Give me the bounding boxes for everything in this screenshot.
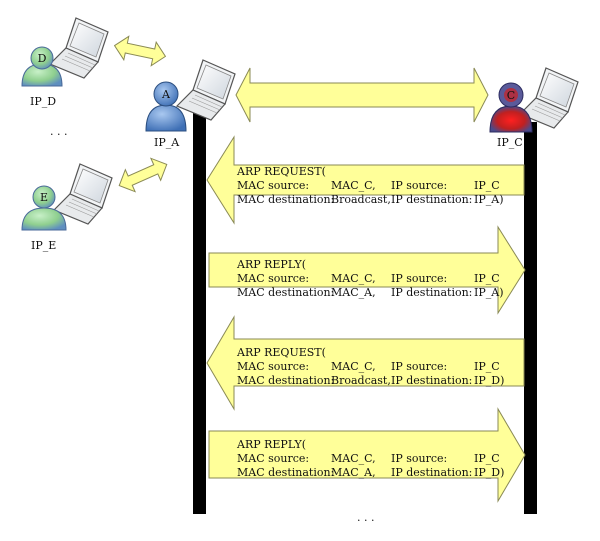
message-field: IP destination: bbox=[391, 193, 472, 206]
message-arrow-right bbox=[208, 407, 526, 503]
user-icon bbox=[145, 81, 187, 132]
message-field: IP source: bbox=[391, 272, 447, 285]
message-field: MAC source: bbox=[237, 360, 309, 373]
ellipsis-left: . . . bbox=[50, 125, 67, 138]
message-2: ARP REPLY( MAC source: MAC_C, IP source:… bbox=[208, 225, 526, 315]
user-icon bbox=[489, 82, 533, 133]
message-value: IP_C bbox=[474, 179, 500, 192]
message-field: MAC source: bbox=[237, 452, 309, 465]
link-arrow-a-c bbox=[235, 67, 489, 123]
message-4: ARP REPLY( MAC source: MAC_C, IP source:… bbox=[208, 407, 526, 503]
host-ip-label: IP_A bbox=[154, 136, 180, 149]
message-field: IP destination: bbox=[391, 466, 472, 479]
laptop-icon bbox=[53, 163, 113, 225]
user-icon bbox=[21, 185, 67, 231]
message-arrow-left bbox=[206, 315, 525, 411]
message-title: ARP REPLY( bbox=[236, 438, 306, 451]
message-1: ARP REQUEST( MAC source: MAC_C, IP sourc… bbox=[206, 135, 525, 225]
link-arrow-e-a bbox=[118, 157, 168, 193]
laptop-icon bbox=[176, 59, 236, 121]
host-ip-label: IP_C bbox=[497, 136, 523, 149]
lifeline-c bbox=[524, 122, 537, 514]
message-field: MAC source: bbox=[237, 179, 309, 192]
message-value: MAC_A, bbox=[331, 286, 376, 299]
message-title: ARP REQUEST( bbox=[236, 165, 326, 178]
message-3: ARP REQUEST( MAC source: MAC_C, IP sourc… bbox=[206, 315, 525, 411]
message-field: MAC source: bbox=[237, 272, 309, 285]
host-e: E IP_E bbox=[21, 163, 113, 252]
message-arrow-right bbox=[208, 225, 526, 315]
message-field: IP source: bbox=[391, 452, 447, 465]
host-a: A IP_A bbox=[145, 59, 236, 149]
message-value: MAC_C, bbox=[331, 452, 376, 465]
message-value: Broadcast, bbox=[331, 193, 391, 206]
host-letter: C bbox=[507, 89, 515, 102]
link-arrow-d-a bbox=[113, 35, 167, 67]
message-value: MAC_A, bbox=[331, 466, 376, 479]
host-letter: E bbox=[40, 191, 48, 204]
user-icon bbox=[21, 46, 63, 87]
message-field: IP source: bbox=[391, 360, 447, 373]
message-field: IP source: bbox=[391, 179, 447, 192]
message-field: MAC destination: bbox=[237, 193, 334, 206]
message-title: ARP REQUEST( bbox=[236, 346, 326, 359]
message-value: MAC_C, bbox=[331, 360, 376, 373]
message-field: MAC destination: bbox=[237, 286, 334, 299]
host-c: C IP_C bbox=[489, 67, 579, 149]
message-title: ARP REPLY( bbox=[236, 258, 306, 271]
message-value: MAC_C, bbox=[331, 179, 376, 192]
lifeline-a bbox=[193, 112, 206, 514]
message-field: MAC destination: bbox=[237, 466, 334, 479]
message-value: IP_C bbox=[474, 272, 500, 285]
host-ip-label: IP_D bbox=[30, 95, 56, 108]
message-field: MAC destination: bbox=[237, 374, 334, 387]
laptop-icon bbox=[49, 17, 109, 79]
host-d: D IP_D bbox=[21, 17, 109, 108]
ellipsis-bottom: . . . bbox=[357, 511, 374, 524]
message-arrow-left bbox=[206, 135, 525, 225]
host-letter: D bbox=[38, 52, 47, 65]
message-value: IP_C bbox=[474, 360, 500, 373]
message-value: IP_A) bbox=[474, 286, 503, 299]
message-field: IP destination: bbox=[391, 374, 472, 387]
host-letter: A bbox=[161, 88, 171, 101]
message-value: Broadcast, bbox=[331, 374, 391, 387]
message-value: IP_D) bbox=[474, 466, 504, 479]
message-value: MAC_C, bbox=[331, 272, 376, 285]
message-value: IP_D) bbox=[474, 374, 504, 387]
host-ip-label: IP_E bbox=[31, 239, 56, 252]
message-value: IP_C bbox=[474, 452, 500, 465]
message-field: IP destination: bbox=[391, 286, 472, 299]
message-value: IP_A) bbox=[474, 193, 503, 206]
